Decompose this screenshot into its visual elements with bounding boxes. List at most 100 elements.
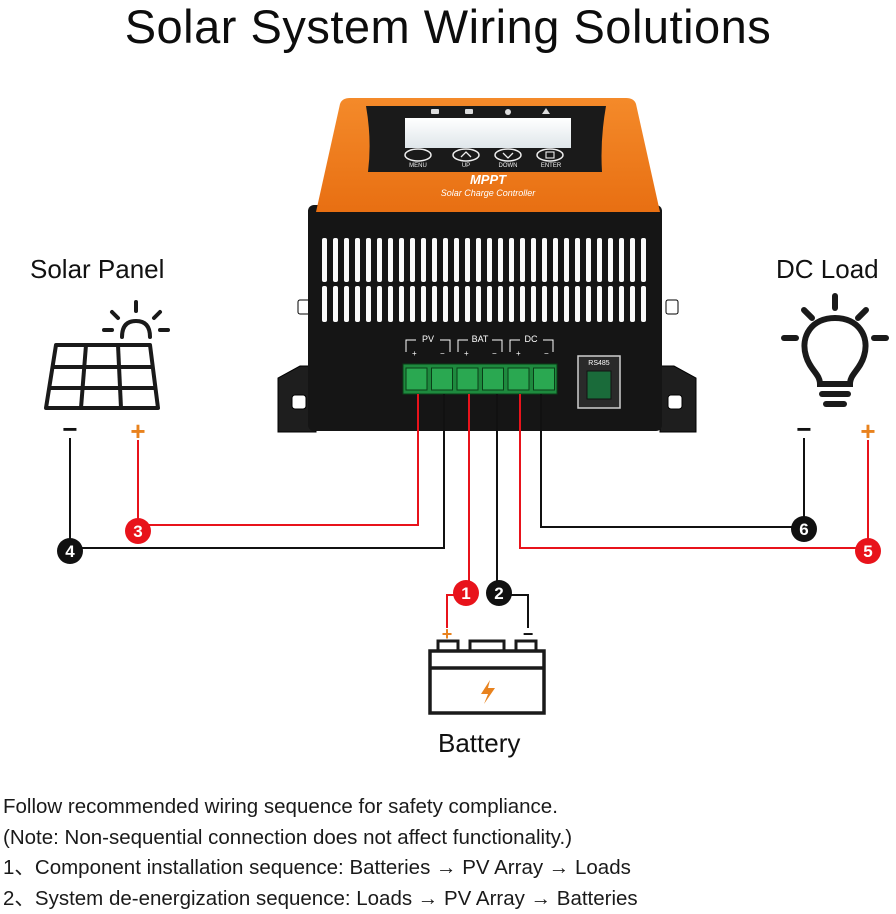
lcd-screen bbox=[405, 118, 571, 148]
bat-terminal-label: BAT bbox=[472, 334, 489, 344]
installation-sequence: 1、Component installation sequence: Batte… bbox=[3, 853, 638, 884]
vent-slot bbox=[410, 238, 415, 282]
vent-slot bbox=[564, 286, 569, 322]
terminal-screw[interactable] bbox=[534, 368, 555, 390]
vent-slot bbox=[454, 238, 459, 282]
load-negative-sign: − bbox=[796, 414, 811, 444]
vent-slot bbox=[608, 238, 613, 282]
solar-panel-label: Solar Panel bbox=[30, 254, 164, 285]
step-badge-3: 3 bbox=[125, 518, 151, 544]
vent-slot bbox=[344, 238, 349, 282]
solar-positive-sign: + bbox=[130, 416, 145, 446]
vent-slot bbox=[366, 238, 371, 282]
terminal-screw[interactable] bbox=[483, 368, 504, 390]
vent-slot bbox=[487, 286, 492, 322]
vent-slot bbox=[322, 286, 327, 322]
vent-slot bbox=[377, 238, 382, 282]
vent-slot bbox=[399, 286, 404, 322]
controller-subtitle: Solar Charge Controller bbox=[441, 188, 537, 198]
vent-slot bbox=[476, 286, 481, 322]
vent-slot bbox=[366, 286, 371, 322]
vent-slot bbox=[597, 238, 602, 282]
vent-slot bbox=[421, 286, 426, 322]
svg-text:−: − bbox=[492, 349, 497, 358]
vent-slot bbox=[498, 286, 503, 322]
vent-slot bbox=[399, 238, 404, 282]
vent-slot bbox=[531, 238, 536, 282]
rs485-port[interactable]: RS485 bbox=[578, 356, 620, 408]
vent-slot bbox=[432, 286, 437, 322]
vent-slot bbox=[619, 286, 624, 322]
de-energization-sequence: 2、System de-energization sequence: Loads… bbox=[3, 884, 638, 914]
step-number: 4 bbox=[65, 542, 75, 561]
safety-note: Follow recommended wiring sequence for s… bbox=[3, 792, 638, 823]
vent-slot bbox=[355, 238, 360, 282]
vent-slot bbox=[542, 238, 547, 282]
vent-slot bbox=[344, 286, 349, 322]
vent-slot bbox=[443, 286, 448, 322]
step-badge-6: 6 bbox=[791, 516, 817, 542]
vent-slot bbox=[421, 238, 426, 282]
step-badge-1: 1 bbox=[453, 580, 479, 606]
vent-slot bbox=[498, 238, 503, 282]
vent-slot bbox=[333, 286, 338, 322]
svg-text:+: + bbox=[412, 349, 417, 358]
vent-slot bbox=[553, 238, 558, 282]
controller-brand: MPPT bbox=[470, 172, 507, 187]
vent-slot bbox=[377, 286, 382, 322]
light-bulb-icon bbox=[784, 296, 886, 404]
vent-slot bbox=[531, 286, 536, 322]
step-badge-2: 2 bbox=[486, 580, 512, 606]
battery-positive-sign: + bbox=[442, 624, 453, 644]
vent-slot bbox=[465, 286, 470, 322]
vent-slot bbox=[575, 238, 580, 282]
down-button-label: DOWN bbox=[499, 163, 518, 169]
vent-slot bbox=[454, 286, 459, 322]
step-badge-5: 5 bbox=[855, 538, 881, 564]
step-number: 5 bbox=[863, 542, 872, 561]
solar-negative-sign: − bbox=[62, 414, 77, 444]
vent-slot bbox=[465, 238, 470, 282]
vent-slot bbox=[520, 238, 525, 282]
step-number: 6 bbox=[799, 520, 808, 539]
step-number: 1 bbox=[461, 584, 470, 603]
vent-slot bbox=[564, 238, 569, 282]
vent-slot bbox=[443, 238, 448, 282]
wiring-notes: Follow recommended wiring sequence for s… bbox=[3, 792, 638, 914]
step-number: 3 bbox=[133, 522, 142, 541]
battery-negative-sign: − bbox=[523, 624, 534, 644]
load-positive-sign: + bbox=[860, 416, 875, 446]
terminal-screw[interactable] bbox=[508, 368, 529, 390]
vent-slot bbox=[476, 238, 481, 282]
terminal-screw[interactable] bbox=[406, 368, 427, 390]
functionality-note: (Note: Non-sequential connection does no… bbox=[3, 823, 638, 854]
dc-load-label: DC Load bbox=[776, 254, 879, 285]
vent-slot bbox=[586, 286, 591, 322]
vent-slot bbox=[355, 286, 360, 322]
rs485-label: RS485 bbox=[588, 360, 610, 367]
vent-slot bbox=[520, 286, 525, 322]
step-badge-4: 4 bbox=[57, 538, 83, 564]
terminal-screw[interactable] bbox=[432, 368, 453, 390]
vent-slot bbox=[641, 286, 646, 322]
vent-slot bbox=[575, 286, 580, 322]
vent-slot bbox=[641, 238, 646, 282]
vent-slot bbox=[333, 238, 338, 282]
svg-text:−: − bbox=[440, 349, 445, 358]
svg-text:+: + bbox=[464, 349, 469, 358]
vent-slot bbox=[597, 286, 602, 322]
enter-button-label: ENTER bbox=[541, 163, 562, 169]
up-button-label: UP bbox=[462, 163, 470, 169]
vent-slot bbox=[608, 286, 613, 322]
vent-slot bbox=[487, 238, 492, 282]
step-number: 2 bbox=[494, 584, 503, 603]
terminal-screw[interactable] bbox=[457, 368, 478, 390]
pv-terminal-label: PV bbox=[422, 334, 434, 344]
vent-slot bbox=[509, 238, 514, 282]
vent-slot bbox=[542, 286, 547, 322]
vent-slot bbox=[432, 238, 437, 282]
charge-controller: MENU UP DOWN ENTER MPPT Solar Charge Con… bbox=[278, 98, 696, 432]
svg-text:−: − bbox=[544, 349, 549, 358]
battery-icon bbox=[430, 641, 544, 713]
